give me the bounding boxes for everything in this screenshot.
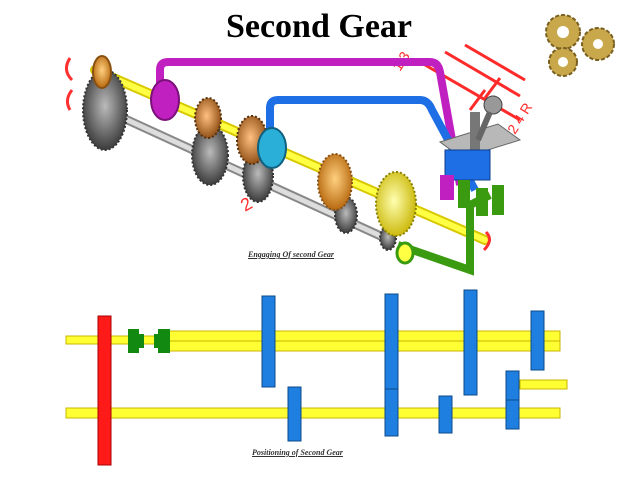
- schematic-synchro-2: [158, 329, 170, 353]
- main-gear-input: [92, 55, 112, 89]
- schematic-synchro-1-stub: [139, 334, 144, 348]
- counter-gear-2: [191, 124, 229, 186]
- schematic-gear-5: [463, 289, 478, 396]
- main-gear-4: [317, 153, 353, 211]
- gears-icon: [545, 14, 615, 77]
- rotation-arrow-mid: [65, 89, 74, 111]
- schematic-reverse-gear: [97, 315, 112, 466]
- top-caption: Engaging Of second Gear: [248, 250, 335, 259]
- selector-rod-purple: [156, 58, 464, 186]
- gear-shifter: [438, 95, 522, 216]
- bottom-caption: Positioning of Second Gear: [252, 448, 343, 457]
- page-title: Second Gear: [225, 8, 413, 45]
- schematic-counter-shaft: [65, 407, 561, 419]
- rotation-arrow-top: [65, 57, 74, 82]
- synchro-hub-purple: [150, 79, 180, 121]
- schematic-reverse-shaft: [519, 379, 568, 390]
- schematic-gear-7: [530, 310, 545, 371]
- main-gear-2: [194, 97, 222, 139]
- synchro-hub-blue: [257, 127, 287, 169]
- schematic-gear-2: [287, 386, 302, 442]
- schematic-synchro-2-stub: [154, 334, 159, 348]
- schematic-gear-3: [384, 293, 399, 437]
- schematic-gear-1: [261, 295, 276, 388]
- selector-rod-blue: [266, 96, 479, 192]
- schematic-gear-4: [438, 395, 453, 434]
- schematic-synchro-1: [128, 329, 139, 353]
- reverse-idler: [395, 241, 415, 265]
- rotation-arrow-end: [482, 230, 491, 252]
- main-gear-5: [375, 171, 417, 237]
